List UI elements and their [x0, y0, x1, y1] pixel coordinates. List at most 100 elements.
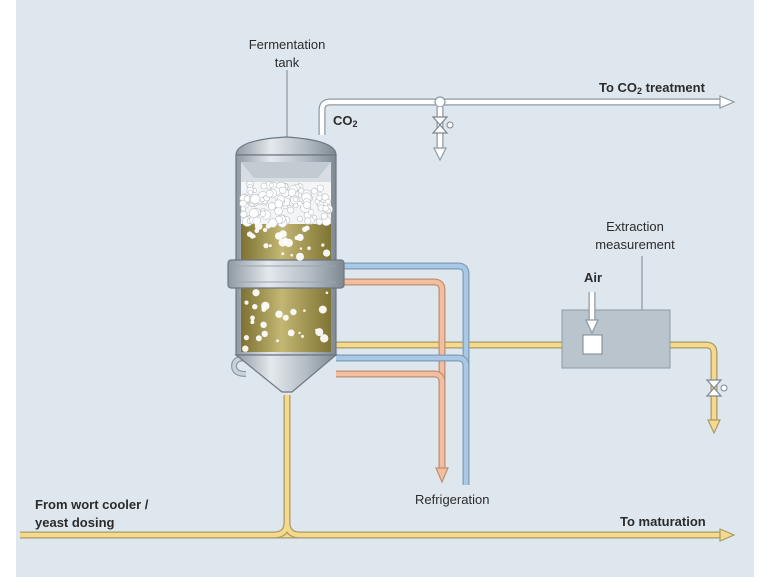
foam-bubble [279, 186, 287, 195]
to-maturation-label: To maturation [620, 514, 706, 529]
foam-bubble [293, 203, 299, 209]
beer-bubble [254, 228, 260, 233]
foam-bubble [292, 196, 299, 202]
foam-bubble [302, 201, 311, 209]
foam-bubble [320, 212, 328, 220]
beer-bubble [250, 315, 255, 321]
co2-outlet-arrow [719, 95, 736, 109]
foam-bubble [316, 184, 324, 192]
beer-bubble [307, 246, 311, 250]
beer-bubble [325, 291, 329, 295]
beer-bubble [304, 225, 310, 231]
beer-bubble [290, 253, 294, 257]
beer-bubble [260, 321, 267, 328]
extraction-analyzer [561, 256, 671, 369]
beer-bubble [254, 222, 263, 231]
beer-bubble [301, 334, 304, 338]
refrigerant-out-arrow [435, 467, 449, 484]
beer-bubble [315, 328, 318, 332]
beer-bubble [299, 247, 303, 250]
beer-bubble [243, 335, 249, 341]
beer-bubble [282, 314, 289, 321]
refrigeration-label: Refrigeration [415, 492, 490, 507]
beer-bubble [323, 249, 331, 257]
beer-bubble [265, 223, 271, 229]
junction-icon [434, 96, 446, 108]
product-pipes [20, 338, 736, 542]
air-label: Air [584, 270, 603, 285]
beer-bubble [296, 252, 304, 261]
outlet-valve-icon [705, 379, 728, 397]
extraction-measurement-label: Extraction measurement [595, 219, 675, 252]
beer-bubble [242, 345, 249, 352]
refrigeration-pipes [230, 262, 470, 485]
foam-bubble [304, 217, 312, 225]
foam-bubble [287, 206, 295, 214]
foam-bubble [250, 194, 261, 205]
beer-bubble [296, 233, 304, 241]
air-inlet-arrow [585, 319, 599, 335]
beer-bubble [298, 331, 301, 335]
beer-bubble [279, 230, 287, 238]
beer-bubble [263, 243, 269, 249]
foam-bubble [267, 202, 276, 211]
maturation-arrow [719, 528, 736, 542]
beer-bubble [321, 243, 325, 247]
foam-bubble [240, 206, 246, 212]
beer-bubble [318, 305, 327, 314]
foam-bubble [298, 187, 305, 194]
foam-bubble [287, 188, 297, 197]
foam-bubble [274, 207, 283, 216]
beer-bubble [275, 310, 283, 318]
foam-bubble [248, 208, 259, 218]
beer-bubble [287, 329, 295, 337]
foam-bubble [268, 182, 274, 188]
foam-bubble [265, 189, 274, 198]
beer-bubble [261, 301, 270, 311]
foam-bubble [321, 193, 329, 201]
foam-bubble [260, 182, 268, 190]
foam-bubble [311, 187, 318, 195]
foam-bubble [316, 194, 323, 201]
beer-bubble [283, 237, 288, 242]
background-panel [16, 0, 754, 577]
foam-bubble [322, 205, 330, 212]
beer-bubble [281, 252, 285, 256]
beer-bubble [290, 308, 297, 316]
vent-arrow [433, 147, 447, 162]
fermentation-tank [227, 136, 345, 393]
beer-bubble [244, 300, 249, 305]
fermentation-tank-label: Fermentation tank [248, 37, 326, 70]
beer-bubble [251, 319, 254, 323]
foam-bubble [259, 210, 267, 217]
beer-bubble [252, 289, 260, 297]
co2-valve-icon [431, 116, 454, 134]
beer-bubble [246, 231, 253, 237]
beer-bubble [276, 339, 279, 343]
foam-bubble [247, 189, 254, 196]
cooling-jacket [227, 259, 345, 289]
foam-bubble [239, 199, 247, 208]
foam-bubble [240, 210, 248, 219]
foam-bubble [307, 209, 315, 216]
beer-bubble [320, 334, 329, 343]
co2-pipe [318, 95, 736, 162]
co2-bubbles [239, 180, 333, 352]
sensor-cell [582, 334, 603, 355]
foam-bubble [315, 218, 323, 226]
drain-arrow [707, 419, 721, 435]
beer-bubble [262, 227, 268, 233]
co2-label: CO2 [333, 113, 358, 129]
beer-bubble [255, 335, 262, 342]
beer-bubble [269, 244, 272, 248]
beer-bubble [261, 330, 268, 338]
foam-bubble [296, 215, 303, 222]
beer-bubble [303, 309, 306, 312]
beer-bubble [252, 304, 258, 310]
beer-bubble [252, 235, 256, 238]
co2-treatment-label: To CO2 treatment [599, 80, 705, 96]
wort-cooler-label: From wort cooler / yeast dosing [35, 497, 149, 530]
foam-bubble [297, 201, 303, 207]
